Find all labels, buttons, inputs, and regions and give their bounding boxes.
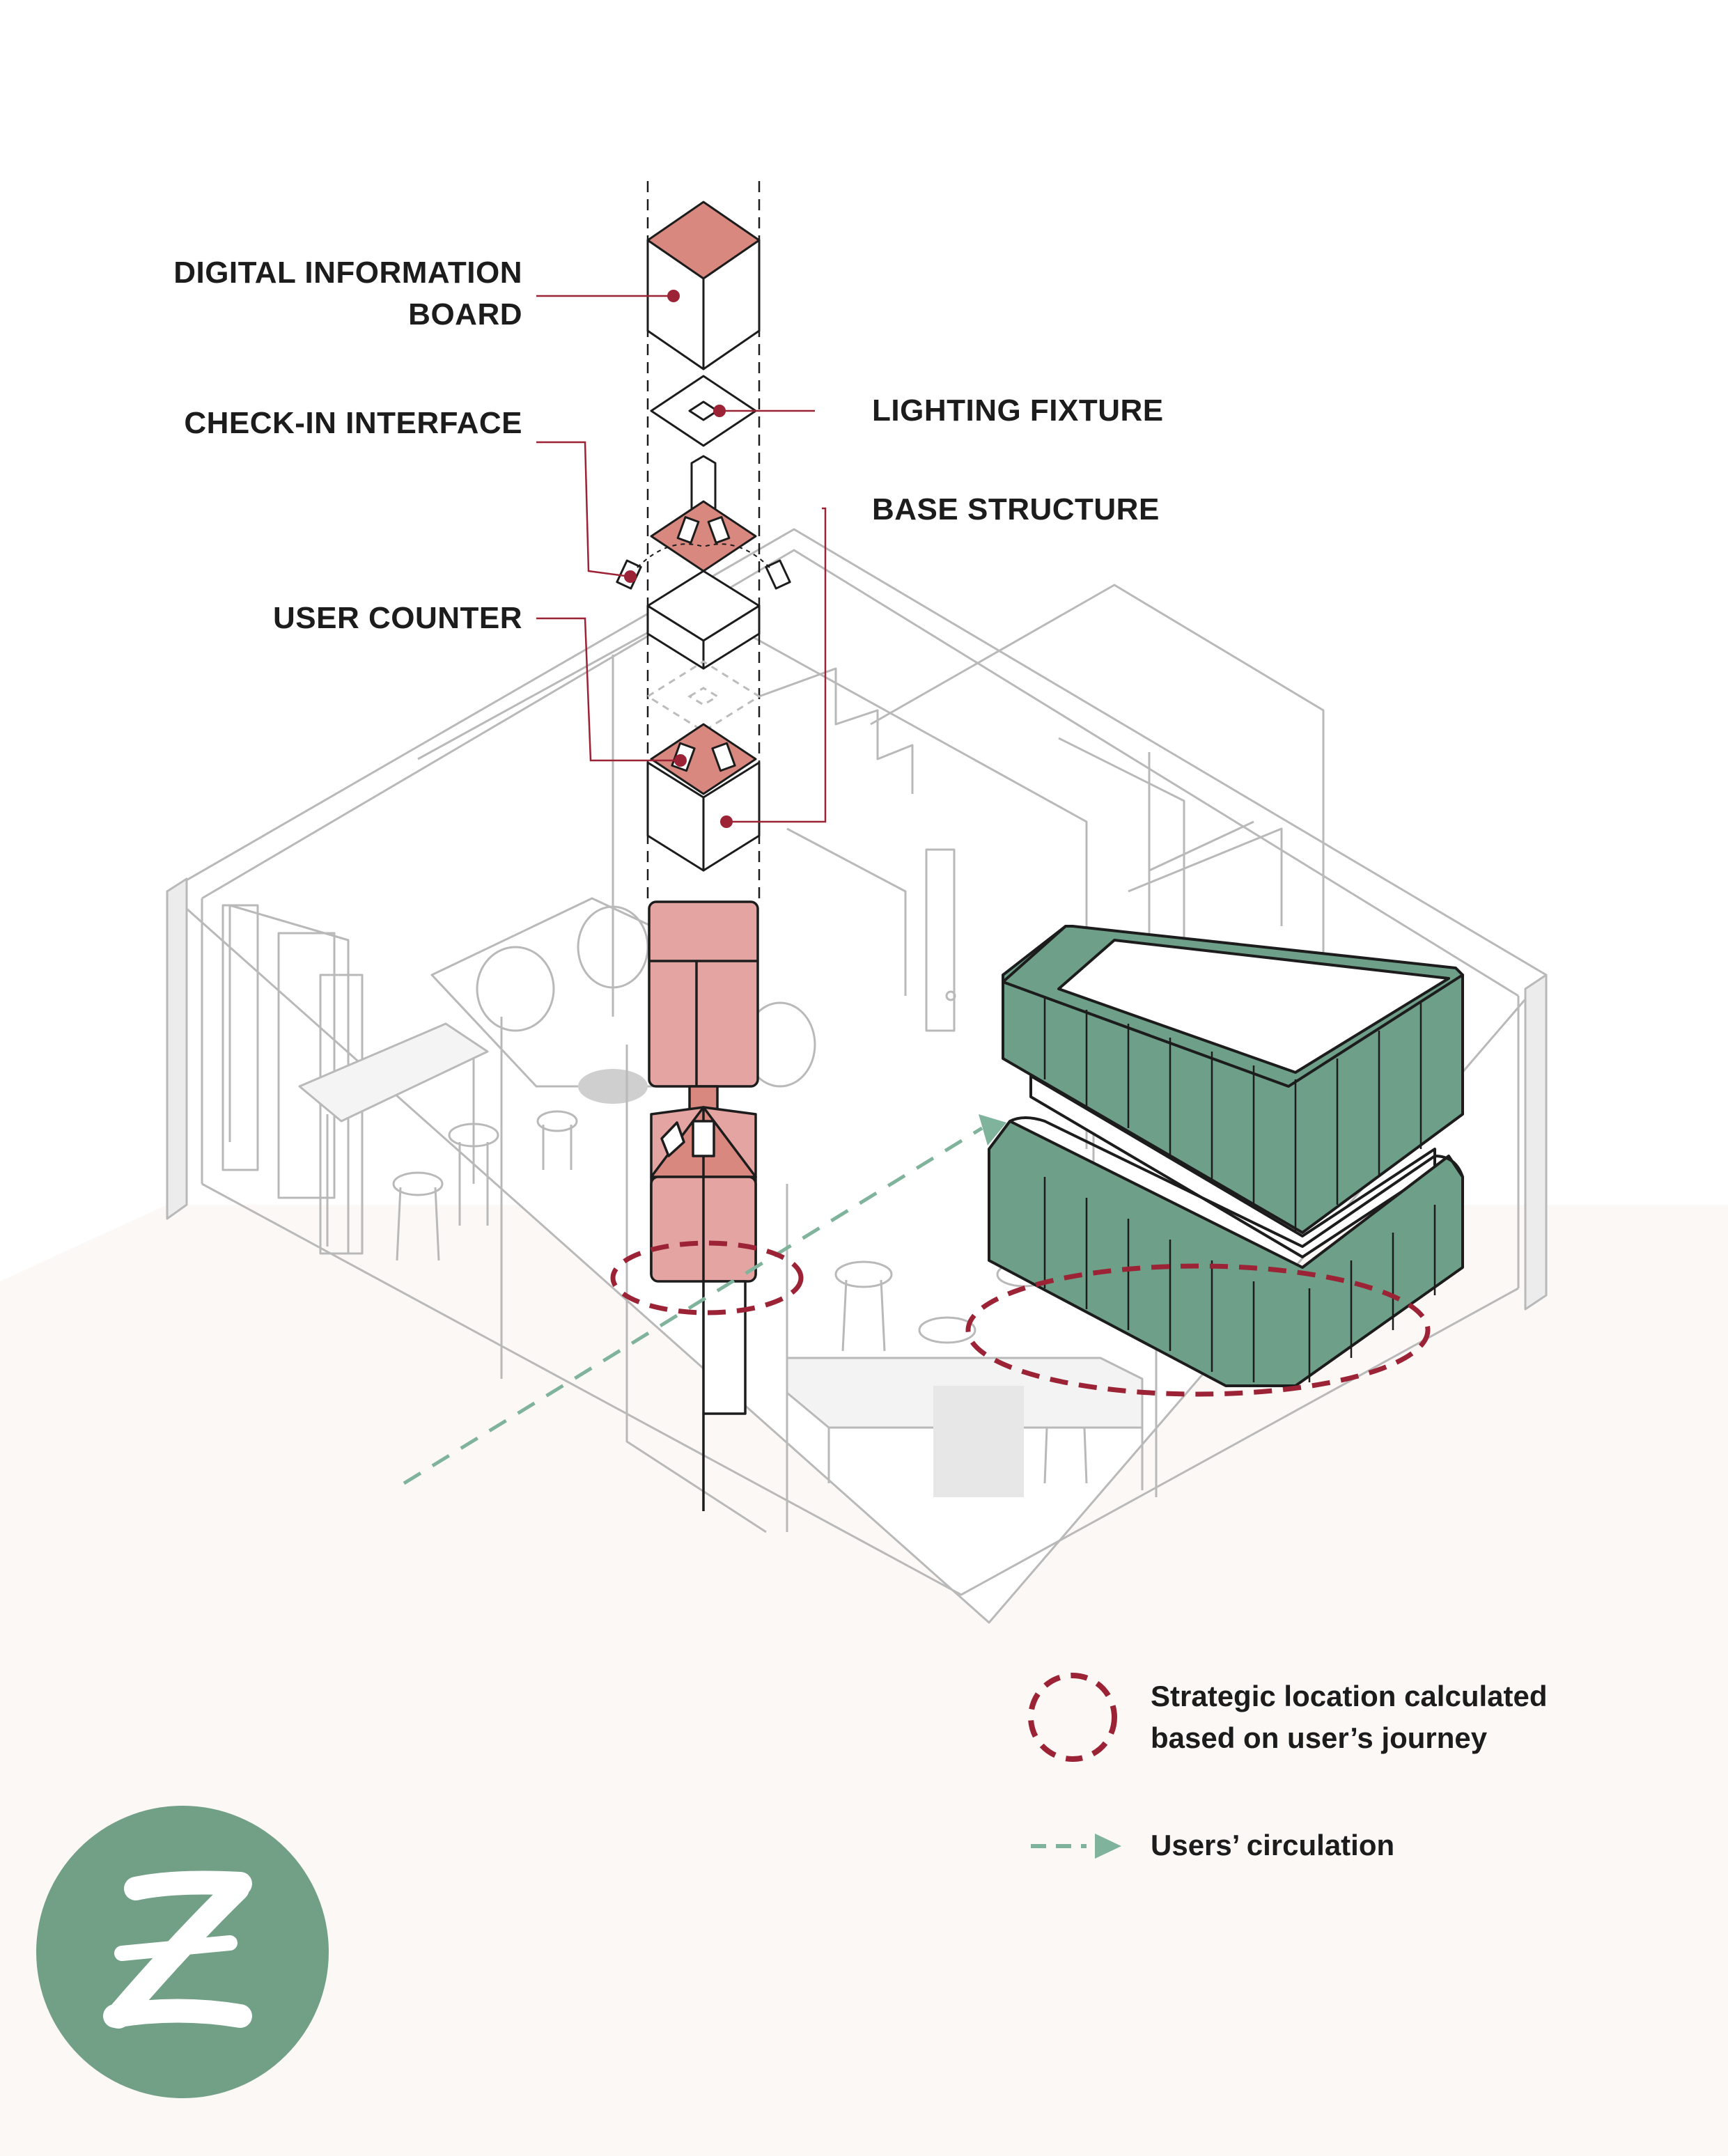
ghost-layer-model bbox=[646, 660, 761, 733]
floor-tint bbox=[0, 1205, 1728, 2156]
leader-lines bbox=[536, 295, 827, 823]
legend-symbols bbox=[1028, 1673, 1121, 1859]
legend-strategic-location: Strategic location calculated based on u… bbox=[1151, 1675, 1548, 1759]
label-digital-information-line2: BOARD bbox=[408, 297, 522, 331]
assembled-kiosk bbox=[648, 900, 759, 1511]
legend-strategic-line2: based on user’s journey bbox=[1151, 1721, 1488, 1754]
label-lighting-fixture: LIGHTING FIXTURE bbox=[872, 393, 1164, 428]
legend-dashed-circle-icon bbox=[1028, 1673, 1117, 1762]
base-top-model bbox=[646, 570, 761, 670]
logo bbox=[36, 1806, 329, 2098]
legend-circulation: Users’ circulation bbox=[1151, 1829, 1395, 1861]
label-digital-information-line1: DIGITAL INFORMATION bbox=[173, 256, 522, 290]
circulation-path bbox=[403, 1114, 1006, 1485]
legend-arrow-icon bbox=[1095, 1834, 1121, 1859]
label-digital-information-board: DIGITAL INFORMATION BOARD bbox=[173, 252, 522, 336]
green-module bbox=[988, 925, 1464, 1387]
label-check-in-interface: CHECK-IN INTERFACE bbox=[184, 406, 522, 440]
digital-information-board-model bbox=[646, 201, 761, 370]
strategic-location-markers bbox=[610, 1240, 1431, 1397]
leader-dots bbox=[624, 290, 733, 828]
label-user-counter: USER COUNTER bbox=[272, 601, 522, 635]
user-counter-model bbox=[646, 723, 761, 872]
brush-z-logo-icon bbox=[103, 1870, 252, 2029]
legend-strategic-line1: Strategic location calculated bbox=[1151, 1680, 1548, 1712]
check-in-interface-model bbox=[616, 500, 791, 590]
label-base-structure: BASE STRUCTURE bbox=[872, 492, 1160, 526]
